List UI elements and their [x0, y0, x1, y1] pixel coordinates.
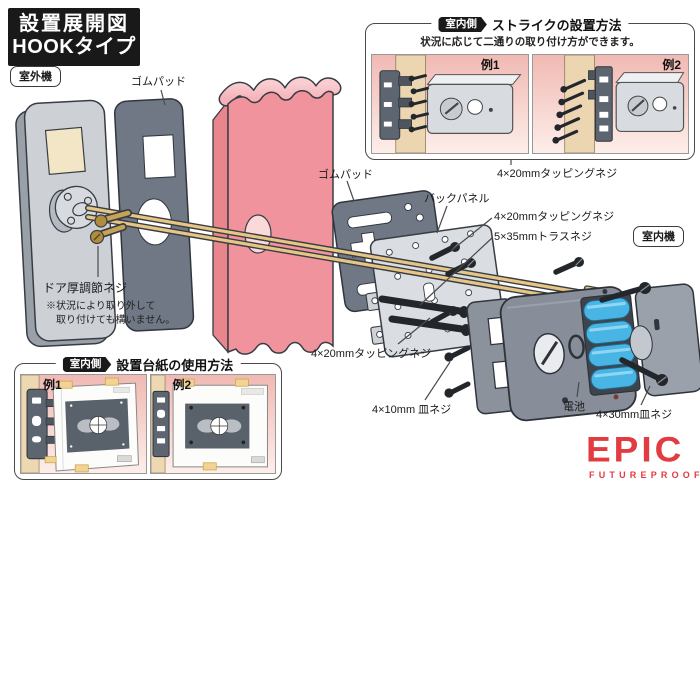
template-example2-label: 例2 [172, 378, 192, 392]
screw-tapping-bottom-label: 4×20mmタッピングネジ [311, 348, 432, 360]
strike-box-title: 室内側 ストライクの設置方法 [431, 15, 629, 34]
strike-example1-label: 例1 [480, 58, 500, 72]
template-example1-label: 例1 [43, 378, 62, 392]
screw-flat30-label: 4×30mm皿ネジ [596, 409, 673, 421]
page-title-line1: 設置展開図 [19, 13, 129, 35]
rubber-pad-back-label: ゴムパッド [318, 169, 373, 181]
rubber-pad-front-label: ゴムパッド [131, 76, 186, 88]
strike-example1-illustration [379, 55, 522, 153]
back-panel-label: バックパネル [424, 193, 490, 205]
strike-box-subtitle: 状況に応じて二通りの取り付け方ができます。 [420, 36, 640, 48]
strike-example1-panel: 例1 [371, 54, 529, 154]
strike-box-panels: 例1 [371, 54, 689, 154]
strike-example2-label: 例2 [662, 58, 681, 72]
battery-label: 電池 [563, 401, 585, 413]
template-box-badge: 室内側 [63, 357, 112, 373]
screw-tapping-under-box-label: 4×20mmタッピングネジ [497, 168, 618, 180]
connecting-rods-illustration [85, 205, 603, 302]
template-box-title: 室内側 設置台紙の使用方法 [55, 355, 241, 374]
template-example1-illustration [21, 375, 139, 473]
indoor-unit-label: 室内機 [633, 226, 684, 247]
door-adjust-screws-illustration [89, 209, 132, 245]
template-usage-box: 室内側 設置台紙の使用方法 [14, 355, 282, 480]
screw-tapping-mid-label: 4×20mmタッピングネジ [494, 211, 615, 223]
brand-tagline: FUTUREPROOF [589, 470, 700, 480]
door-adjust-note2: 取り付けても構いません。 [56, 315, 176, 326]
template-example2-illustration [150, 375, 268, 473]
template-example1-panel: 例1 [20, 374, 147, 474]
page-title-line2: HOOKタイプ [12, 36, 136, 58]
strike-box-badge: 室内側 [438, 17, 487, 33]
door-adjust-screw-label: ドア厚調節ネジ [43, 281, 128, 295]
screw-flat10-label: 4×10mm 皿ネジ [372, 404, 452, 416]
strike-box-title-text: ストライクの設置方法 [491, 18, 622, 33]
strike-install-box: 室内側 ストライクの設置方法 状況に応じて二通りの取り付け方ができます。 [365, 15, 695, 160]
page-title: 設置展開図 HOOKタイプ [8, 8, 140, 66]
template-example2-panel: 例2 [149, 374, 276, 474]
template-box-panels: 例1 [20, 374, 276, 474]
outdoor-unit-label: 室外機 [10, 66, 61, 87]
screw-truss-label: 5×35mmトラスネジ [494, 231, 592, 243]
indoor-unit-illustration [466, 282, 700, 422]
strike-example2-panel: 例2 [531, 54, 689, 154]
door-adjust-note1: ※状況により取り外して [46, 301, 156, 312]
battery-cover-illustration [629, 283, 700, 397]
brand-name: EPIC [586, 430, 685, 469]
door-illustration [212, 76, 342, 355]
template-box-title-text: 設置台紙の使用方法 [116, 358, 234, 373]
strike-example2-illustration [551, 55, 684, 153]
brand-logo: EPIC FUTUREPROOF [586, 431, 700, 480]
